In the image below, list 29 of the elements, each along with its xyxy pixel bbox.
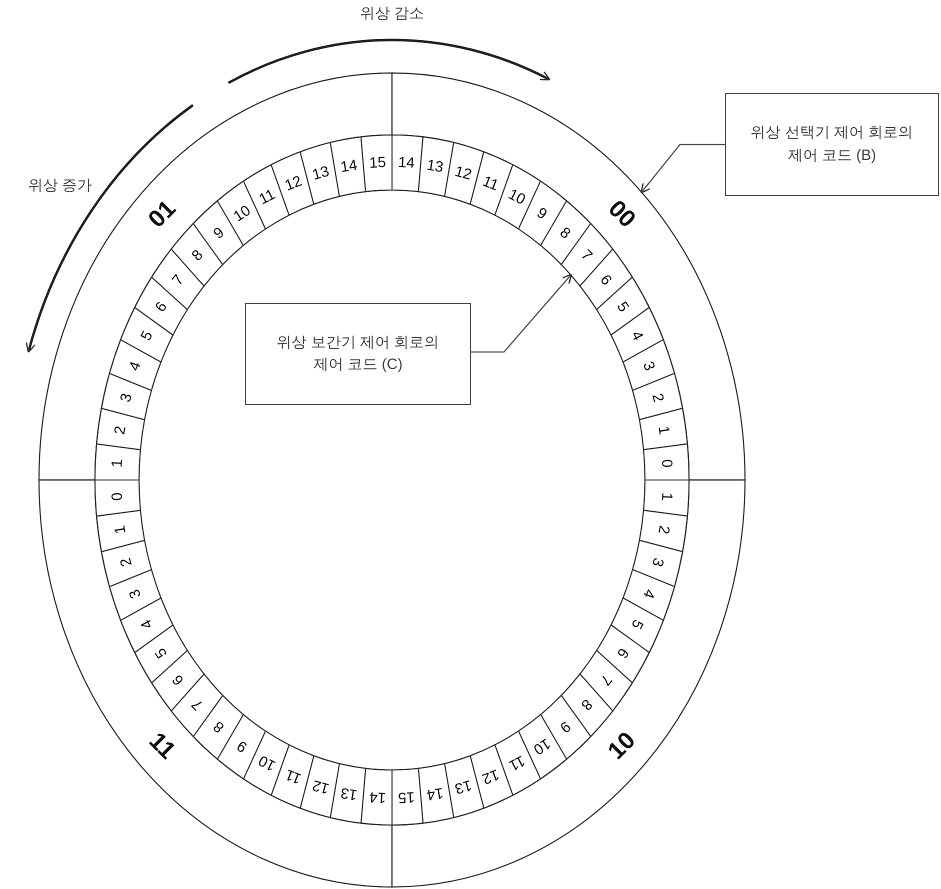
callout-box: 위상 선택기 제어 회로의 제어 코드 (B) [725, 93, 939, 196]
code-cell: 4 [108, 339, 162, 391]
code-cell: 14 [330, 136, 366, 197]
code-cell: 12 [300, 755, 340, 818]
code-cell: 0 [94, 479, 141, 517]
leader-line [640, 144, 725, 194]
code-cell: 3 [100, 372, 152, 420]
code-cell: 1 [643, 479, 690, 517]
code-cell: 3 [108, 569, 162, 621]
code-cell: 1 [638, 408, 688, 450]
code-cell: 3 [632, 540, 684, 588]
code-cell: 1 [96, 510, 146, 552]
code-cell: 13 [330, 763, 366, 824]
quadrant-segment [38, 479, 393, 888]
code-cell: 2 [100, 540, 152, 588]
code-cell: 2 [96, 408, 146, 450]
code-cell: 3 [622, 339, 676, 391]
code-cell: 14 [418, 763, 454, 824]
code-cell: 2 [638, 510, 688, 552]
code-cell: 15 [360, 134, 393, 192]
direction-label: 위상 감소 [360, 4, 424, 23]
code-cell: 13 [418, 136, 454, 197]
code-cell: 12 [444, 142, 484, 205]
quadrant-segment [391, 479, 746, 888]
leader-line [471, 274, 572, 353]
code-cell: 4 [622, 569, 676, 621]
direction-label: 위상 증가 [28, 176, 92, 195]
code-cell: 15 [391, 768, 424, 826]
code-cell: 2 [632, 372, 684, 420]
